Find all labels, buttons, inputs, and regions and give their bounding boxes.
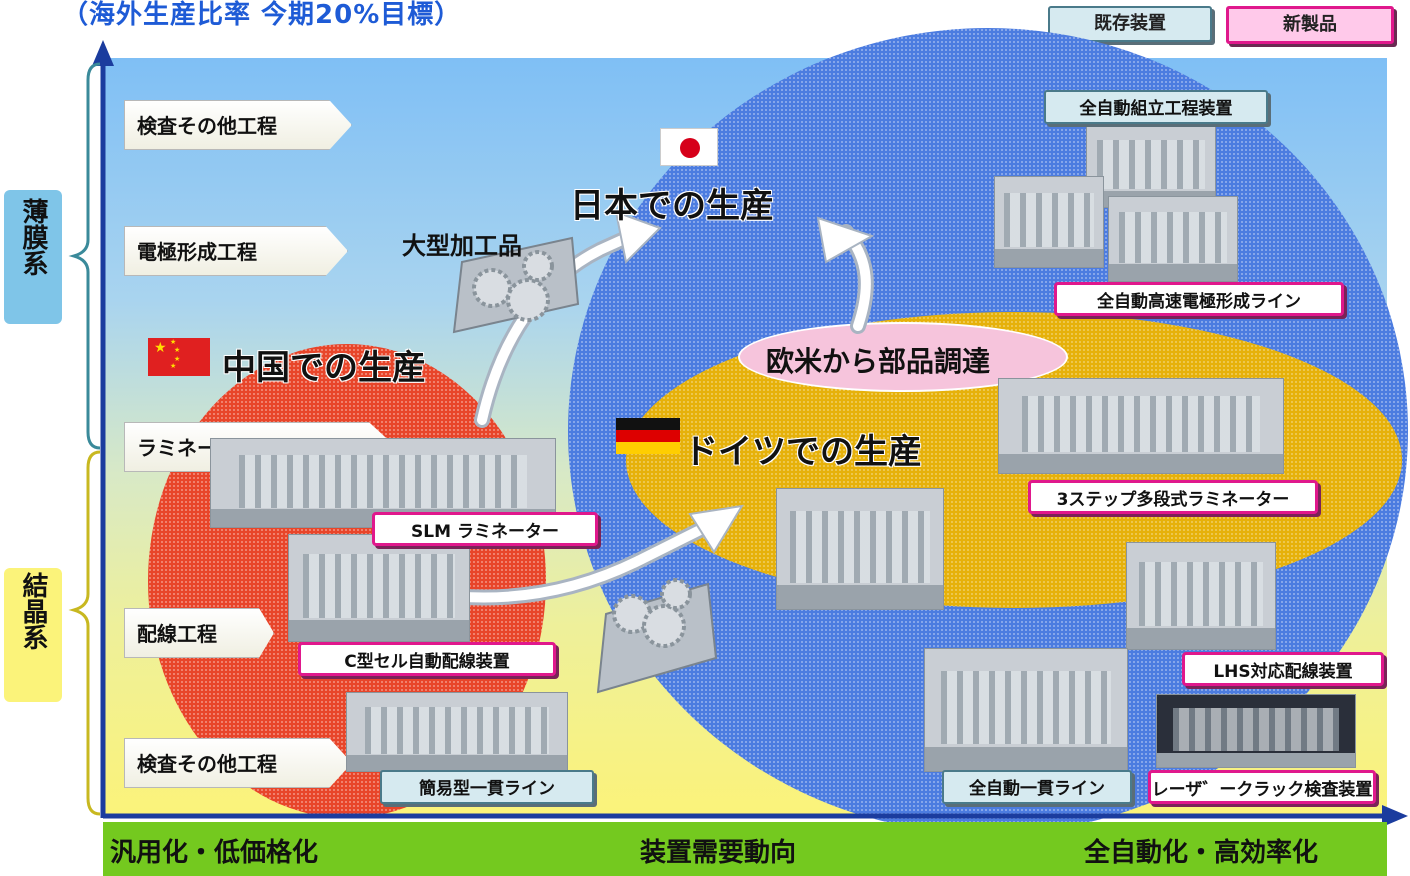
photo-lhs-wiring <box>1126 542 1276 650</box>
legend-new-product: 新製品 <box>1226 6 1394 44</box>
tag-lhs-wiring: LHS対応配線装置 <box>1182 652 1384 686</box>
photo-c-type-wiring <box>288 534 470 642</box>
tag-auto-assembly: 全自動組立工程装置 <box>1044 90 1268 124</box>
page-title: （海外生産比率 今期20%目標） <box>62 0 462 30</box>
china-flag-icon: ★ ★ ★ ★ ★ <box>148 338 210 376</box>
axis-left-label: 汎用化・低価格化 <box>110 838 319 868</box>
tag-laser-crack: レーザ゛ークラック検査装置 <box>1148 770 1376 804</box>
photo-simple-line <box>346 692 568 772</box>
gear-icon <box>596 578 718 694</box>
process-wiring: 配線工程 <box>124 608 274 658</box>
tag-full-auto-line: 全自動一貫ライン <box>942 770 1132 804</box>
photo-germany-machine <box>776 488 944 610</box>
label-germany-production: ドイツでの生産 <box>684 432 922 472</box>
tag-simple-line: 簡易型一貫ライン <box>380 770 594 804</box>
photo-laser-crack <box>1156 694 1356 768</box>
category-crystalline: 結晶系 <box>4 568 62 702</box>
demand-trend-bar <box>103 822 1387 876</box>
axis-center-label: 装置需要動向 <box>640 838 797 868</box>
japan-flag-icon <box>660 128 718 166</box>
label-china-production: 中国での生産 <box>222 348 426 388</box>
tag-c-type-wiring: C型セル自動配線装置 <box>298 642 556 676</box>
photo-full-auto-line <box>924 648 1128 772</box>
photo-three-step-laminator <box>998 378 1284 474</box>
tag-three-step-laminator: 3ステップ多段式ラミネーター <box>1028 480 1318 514</box>
label-procurement: 欧米から部品調達 <box>766 345 991 378</box>
process-thin-inspection: 検査その他工程 <box>124 100 352 150</box>
germany-flag-icon <box>616 418 680 454</box>
process-electrode-formation: 電極形成工程 <box>124 226 348 276</box>
tag-slm-laminator: SLM ラミネーター <box>372 512 598 546</box>
label-japan-production: 日本での生産 <box>570 186 774 226</box>
label-large-parts: 大型加工品 <box>402 232 522 260</box>
process-crystal-inspection: 検査その他工程 <box>124 738 352 788</box>
photo-electrode-line-1 <box>994 176 1104 268</box>
tag-auto-electrode-line: 全自動高速電極形成ライン <box>1054 282 1344 316</box>
axis-right-label: 全自動化・高効率化 <box>1084 838 1319 868</box>
photo-electrode-line-2 <box>1108 196 1238 282</box>
category-thin-film: 薄膜系 <box>4 190 62 324</box>
gear-icon <box>452 236 580 334</box>
